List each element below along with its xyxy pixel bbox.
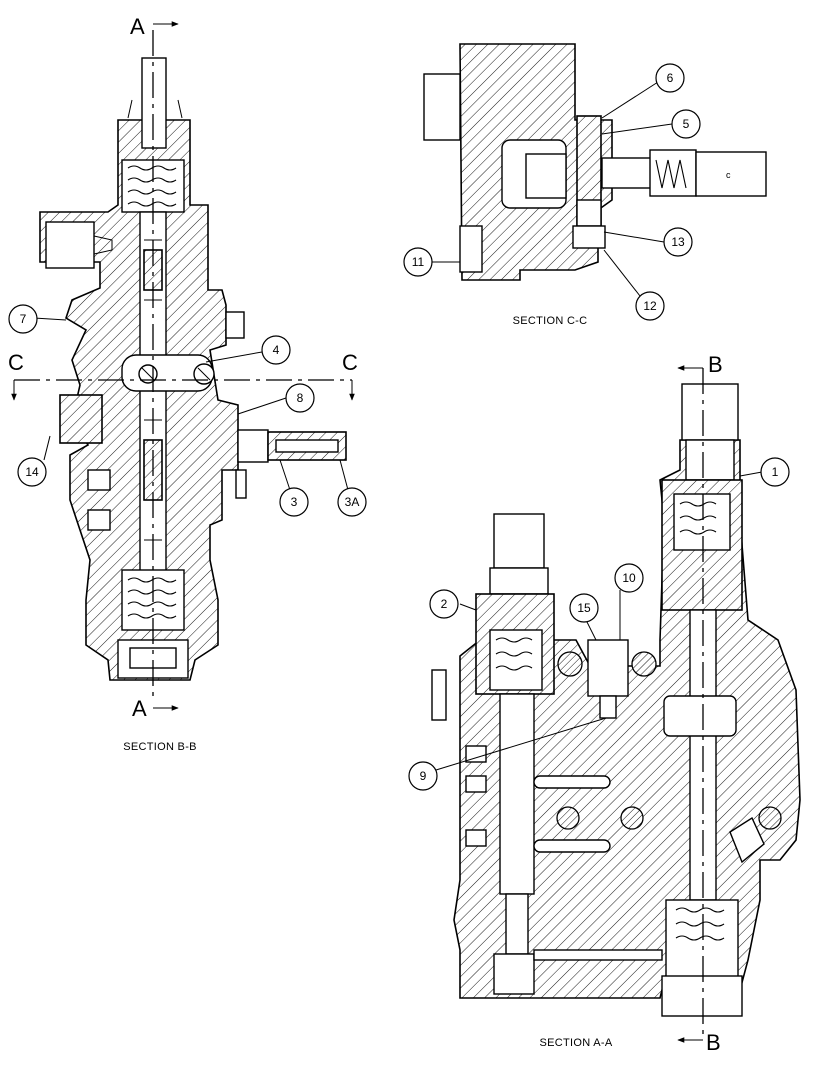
cc-port-label: c	[726, 170, 731, 180]
section-markers: A A B B C C	[8, 14, 723, 1055]
aa-plug-1	[557, 651, 583, 677]
aa-plug-4	[620, 806, 644, 830]
cc-left-boss	[423, 73, 461, 141]
svg-text:4: 4	[273, 343, 280, 357]
cc-end-cap	[695, 151, 767, 197]
aa-right-stem	[681, 383, 739, 441]
callout-5: 5	[671, 109, 701, 139]
aa-left-spool	[499, 693, 535, 895]
callout-15: 15	[569, 593, 599, 623]
callout-3: 3	[279, 487, 309, 517]
caption-section-aa: SECTION A-A	[540, 1037, 613, 1049]
callout-9: 9	[408, 761, 438, 791]
cc-port-11	[459, 225, 483, 273]
callout-1: 1	[760, 457, 790, 487]
callout-12: 12	[635, 291, 665, 321]
bb-side-boss	[225, 311, 245, 339]
svg-text:3: 3	[291, 495, 298, 509]
leader-lines	[33, 81, 763, 771]
callout-2: 2	[429, 589, 459, 619]
callout-14: 14	[17, 457, 47, 487]
aa-plug-2	[631, 651, 657, 677]
section-c-right-label: C	[342, 350, 358, 375]
svg-text:7: 7	[20, 312, 27, 326]
section-aa-view	[431, 365, 801, 1043]
callout-13: 13	[663, 227, 693, 257]
aa-plug-5	[758, 806, 782, 830]
callout-7: 7	[8, 304, 38, 334]
aa-center-cartridge	[587, 639, 629, 697]
svg-text:15: 15	[577, 601, 591, 615]
section-bb-view	[11, 21, 355, 711]
section-c-left-label: C	[8, 350, 24, 375]
aa-plug-3	[556, 806, 580, 830]
svg-text:2: 2	[441, 597, 448, 611]
svg-text:12: 12	[643, 299, 657, 313]
svg-text:14: 14	[25, 465, 39, 479]
svg-text:6: 6	[667, 71, 674, 85]
section-a-bottom-label: A	[132, 696, 147, 721]
callout-6: 6	[655, 63, 685, 93]
svg-text:11: 11	[412, 255, 425, 269]
aa-left-stem	[493, 513, 545, 569]
callout-10: 10	[614, 563, 644, 593]
callout-8: 8	[285, 383, 315, 413]
section-b-top-label: B	[708, 352, 723, 377]
svg-text:1: 1	[772, 465, 779, 479]
svg-text:5: 5	[683, 117, 690, 131]
svg-text:13: 13	[671, 235, 685, 249]
section-cc-view	[423, 43, 767, 281]
bb-left-port	[45, 221, 95, 269]
callout-bubbles: 1 2 3 3A 4 5 6 7 8 9 10 11 12 13 14 15 c	[8, 63, 790, 791]
aa-right-check-body	[663, 695, 737, 737]
svg-text:8: 8	[297, 391, 304, 405]
aa-right-lower-chamber	[665, 899, 739, 991]
caption-section-bb: SECTION B-B	[123, 741, 197, 753]
aa-right-spring-chamber	[673, 493, 731, 551]
svg-text:10: 10	[622, 571, 636, 585]
bb-top-stem	[141, 57, 167, 149]
callout-3a: 3A	[337, 487, 367, 517]
callout-11: 11	[403, 247, 433, 277]
svg-text:3A: 3A	[345, 495, 360, 509]
caption-section-cc: SECTION C-C	[513, 315, 588, 327]
svg-text:9: 9	[420, 769, 427, 783]
callout-4: 4	[261, 335, 291, 365]
bb-left-block	[59, 394, 103, 444]
section-b-bottom-label: B	[706, 1030, 721, 1055]
captions: SECTION B-B SECTION C-C SECTION A-A	[123, 315, 613, 1049]
section-a-top-label: A	[130, 14, 145, 39]
bb-port-3-fitting	[237, 429, 269, 463]
